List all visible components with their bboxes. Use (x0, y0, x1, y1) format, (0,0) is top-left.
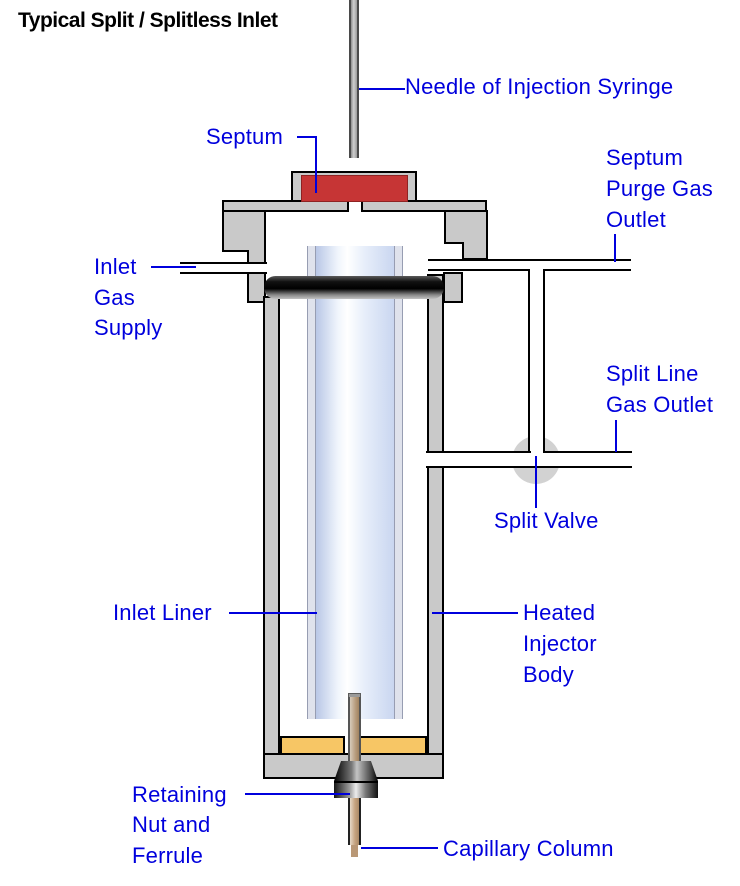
body-top-plate-right (361, 200, 487, 212)
label-septum-purge-line3: Outlet (606, 207, 666, 232)
body-flange-right-joint (464, 240, 486, 246)
septum-leader-line-v (315, 136, 317, 193)
body-flange-right (444, 210, 488, 244)
septum-seal (301, 175, 408, 202)
ferrule-cone (334, 761, 378, 781)
gold-seal-left (280, 736, 345, 755)
label-septum-purge-line2: Purge Gas (606, 176, 713, 201)
liner-oring-seal (264, 276, 444, 299)
purge-outlet-leader-line (614, 234, 616, 262)
label-inlet-gas-line3: Supply (94, 315, 163, 340)
label-split-valve: Split Valve (494, 508, 599, 533)
septum-leader-line-h (297, 136, 317, 138)
syringe-needle (349, 0, 359, 158)
purge-split-channel (528, 269, 545, 453)
injector-body-wall-left (263, 296, 280, 756)
capillary-leader-line (361, 847, 438, 849)
label-needle-of-injection-syringe: Needle of Injection Syringe (405, 74, 674, 99)
label-septum: Septum (206, 124, 284, 149)
retaining-nut-leader-line (245, 793, 350, 795)
label-heated-body-line2: Injector (523, 631, 597, 656)
label-septum-purge-line1: Septum (606, 145, 684, 170)
label-retaining-nut-line3: Ferrule (132, 843, 204, 868)
label-retaining-nut-line2: Nut and (132, 812, 211, 837)
label-inlet-gas-line1: Inlet (94, 254, 137, 279)
body-flange-left-joint (249, 248, 264, 254)
label-inlet-gas-line2: Gas (94, 285, 135, 310)
body-neck-right (443, 272, 463, 303)
heated-body-leader-line (432, 612, 518, 614)
label-split-line-line1: Split Line (606, 361, 699, 386)
label-split-line-line2: Gas Outlet (606, 392, 714, 417)
inlet-liner-wall-right (394, 246, 403, 719)
inlet-liner-leader-line (229, 612, 317, 614)
split-line-tube (426, 451, 632, 468)
retaining-nut (334, 781, 378, 798)
label-heated-body-line1: Heated (523, 600, 596, 625)
capillary-column-lower (348, 798, 361, 845)
label-capillary-column: Capillary Column (443, 836, 614, 861)
body-flange-left (222, 210, 266, 252)
inlet-liner-glass (316, 246, 394, 719)
split-valve-leader-line (535, 456, 537, 508)
gold-seal-right (359, 736, 427, 755)
label-retaining-nut-line1: Retaining (132, 782, 227, 807)
label-heated-body-line3: Body (523, 662, 574, 687)
inlet-gas-supply-tube (180, 262, 267, 274)
split-line-junction (531, 451, 543, 454)
page-title: Typical Split / Splitless Inlet (18, 9, 278, 32)
body-top-plate-left (222, 200, 349, 212)
inlet-gas-leader-line (151, 266, 196, 268)
injector-body-wall-right (427, 274, 444, 756)
capillary-column-tail (351, 843, 358, 857)
label-inlet-liner: Inlet Liner (113, 600, 212, 625)
needle-leader-line (359, 88, 405, 90)
split-line-leader-line (615, 420, 617, 452)
inlet-liner-wall-left (307, 246, 316, 719)
